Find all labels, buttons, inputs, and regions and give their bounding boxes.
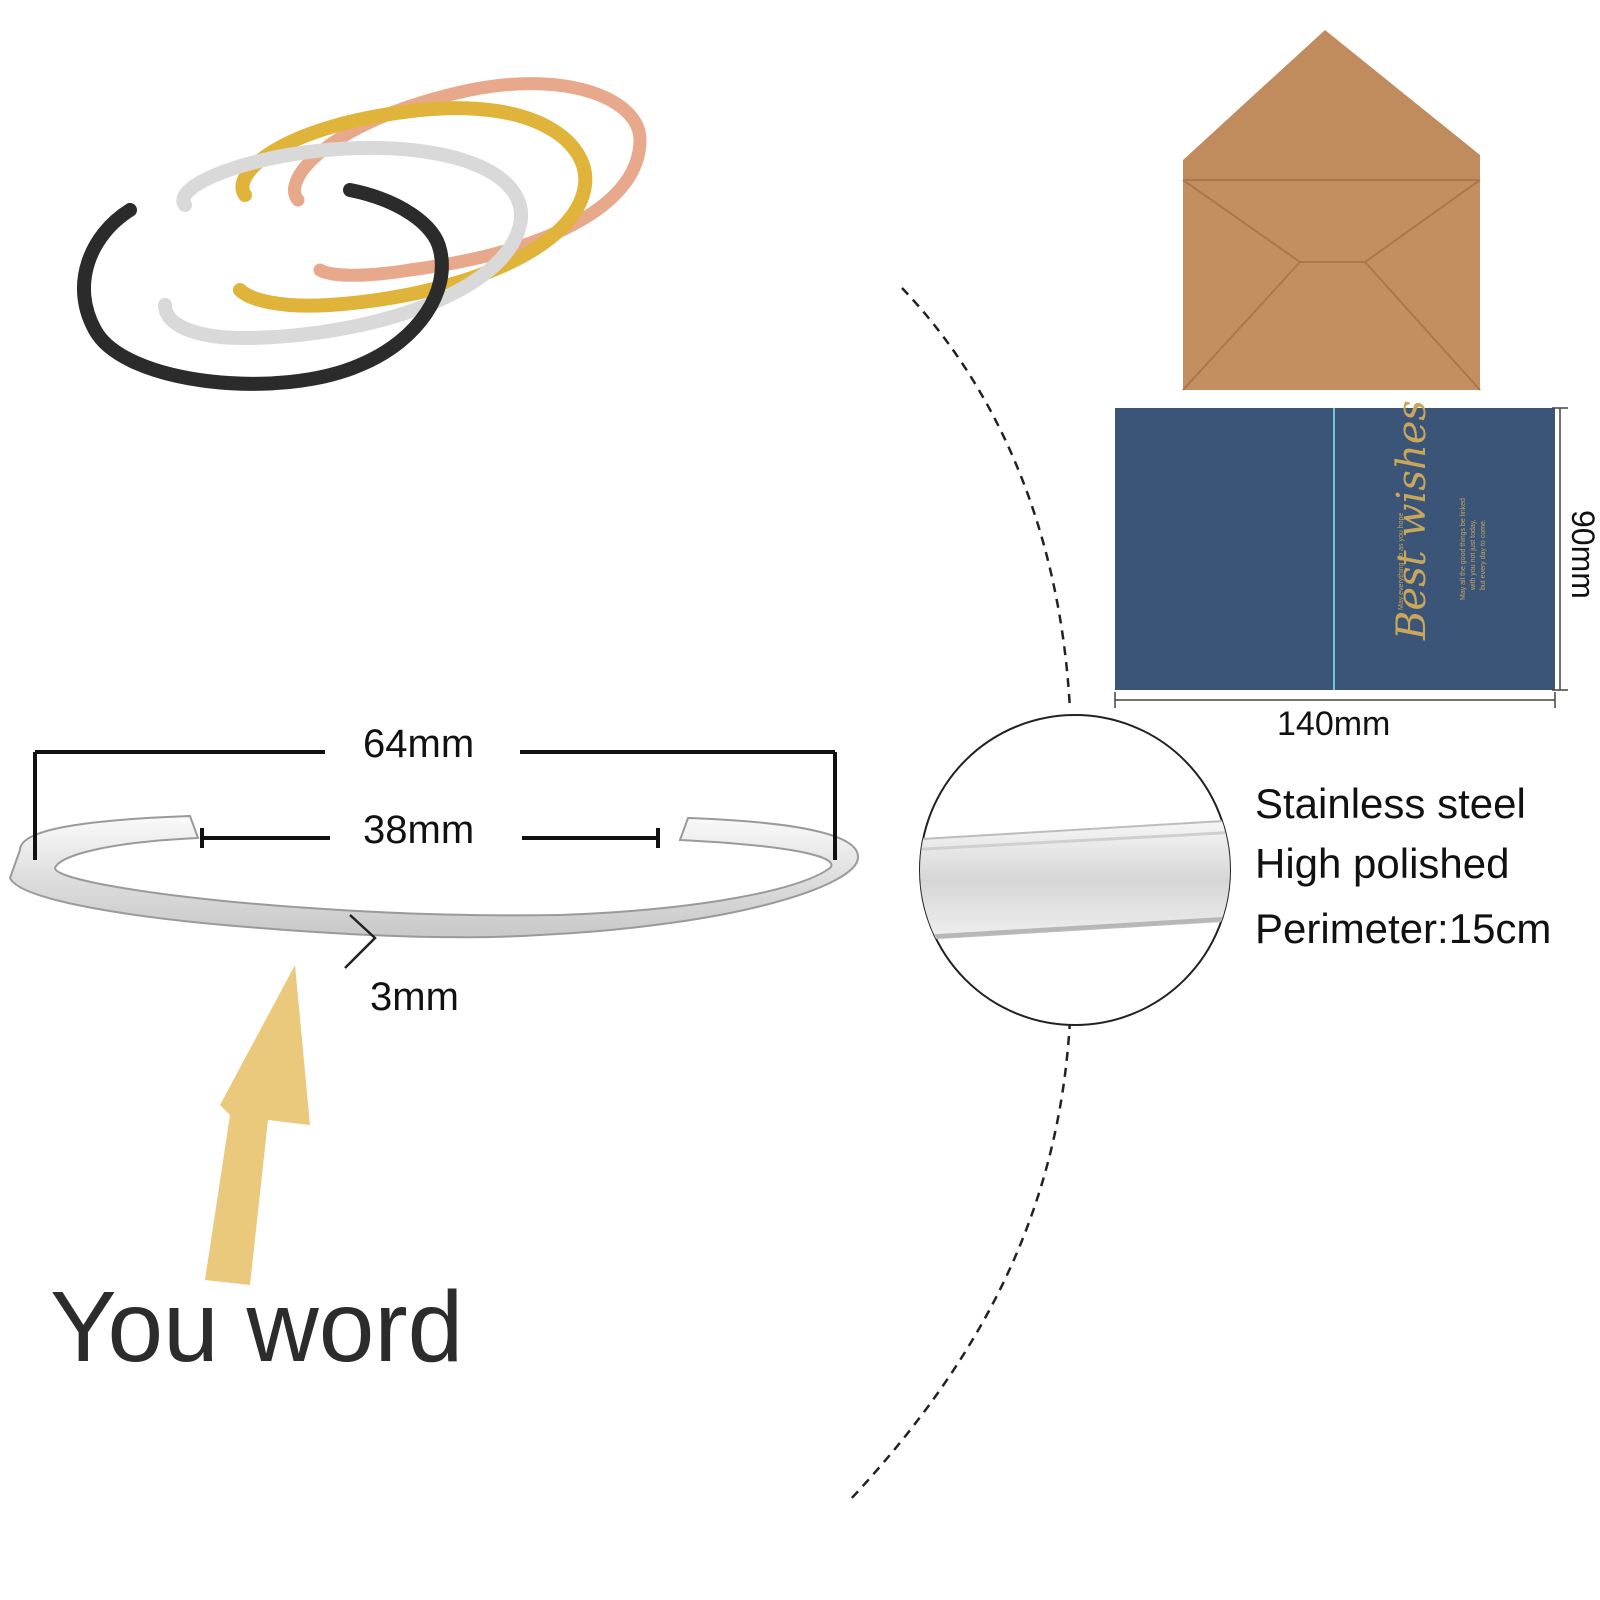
card-script-text: Best wishes — [1389, 400, 1435, 641]
bangle-black — [76, 183, 449, 391]
card-small-line-4: but every day to come. — [1480, 519, 1487, 590]
card-small-line-3: with you not just today, — [1470, 519, 1477, 591]
card-small-line-1: May everything go as you hope — [1398, 513, 1405, 610]
card-dimension-lines — [1114, 407, 1568, 708]
greeting-card: Best wishes May everything go as you hop… — [1115, 400, 1555, 690]
spec-finish: High polished — [1255, 840, 1510, 887]
engrave-label: You word — [50, 1271, 464, 1383]
spec-material: Stainless steel — [1255, 780, 1526, 827]
bangle-stack — [76, 77, 647, 391]
bangle-rose-gold — [288, 77, 647, 282]
envelope — [1182, 30, 1481, 391]
zoom-guide-arc — [849, 287, 1072, 1501]
inner-gap-label: 38mm — [363, 808, 475, 852]
engrave-arrow — [205, 965, 310, 1285]
card-small-line-2: May all the good things be linked — [1460, 498, 1467, 600]
cuff-bangle — [8, 814, 860, 969]
dimension-64mm — [33, 750, 837, 860]
zoom-circle — [919, 714, 1231, 1026]
card-height-label: 90mm — [1565, 510, 1600, 599]
bangle-gold — [233, 101, 593, 313]
card-width-label: 140mm — [1277, 705, 1391, 743]
dimension-38mm — [200, 828, 660, 848]
spec-perimeter: Perimeter:15cm — [1255, 905, 1552, 952]
bangle-silver — [158, 140, 529, 346]
outer-width-label: 64mm — [363, 722, 475, 766]
band-width-label: 3mm — [370, 975, 459, 1019]
